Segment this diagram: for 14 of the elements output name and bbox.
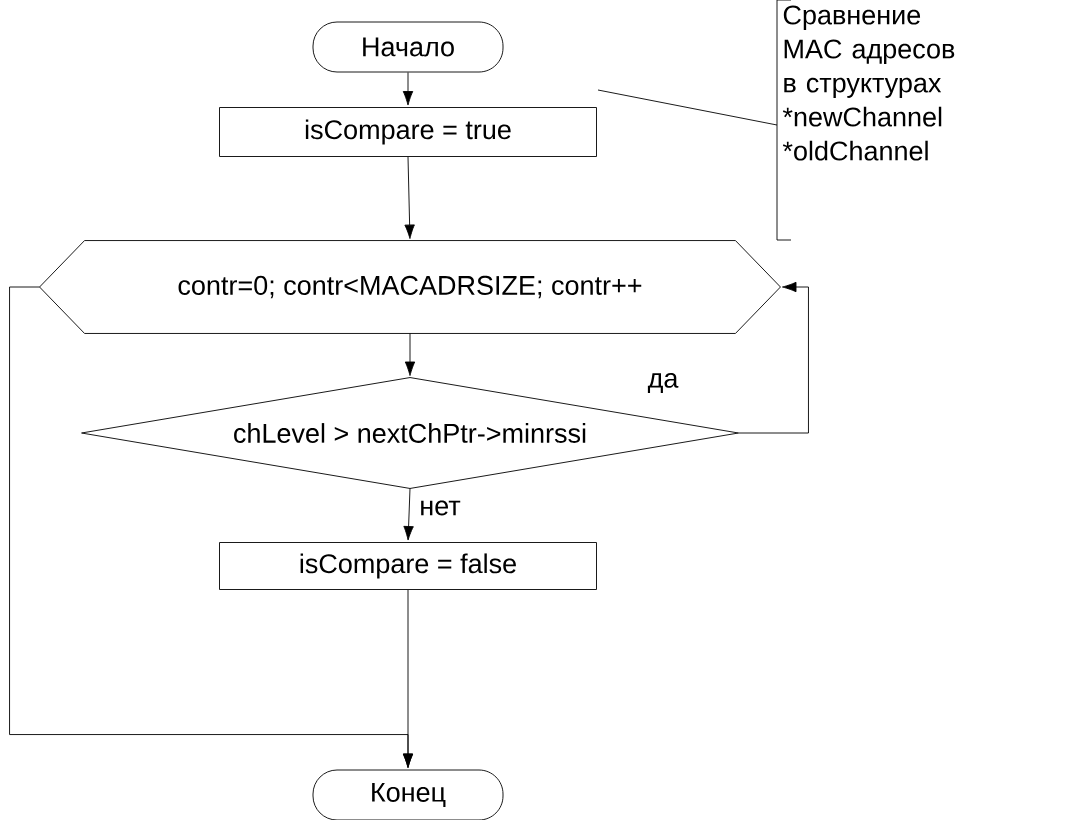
loop-hexagon: contr=0; contr<MACADRSIZE; contr++: [39, 240, 781, 334]
arrow: [404, 156, 415, 239]
comment-bracket: Сравнение MAC адресов в структурах *newChannel *oldChannel: [776, 0, 955, 241]
edge-label: нет: [418, 499, 462, 517]
arrow: [738, 281, 809, 434]
arrow: [404, 333, 416, 376]
terminator: Конец: [312, 769, 504, 820]
arrow: [9, 286, 414, 768]
process-box: isCompare = true: [219, 107, 597, 157]
leader-line: [597, 89, 778, 126]
arrow: [403, 488, 414, 541]
process-box: isCompare = false: [219, 542, 597, 590]
terminator: Начало: [312, 21, 504, 73]
arrow: [402, 72, 414, 106]
